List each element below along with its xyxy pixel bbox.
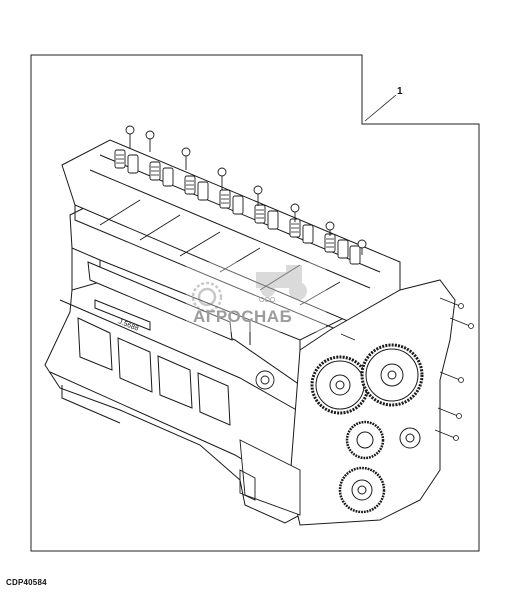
rear-housing (239, 370, 301, 516)
tractor-logo-icon (256, 265, 307, 300)
front-gear-train (289, 279, 474, 526)
callout-leader-line (364, 94, 397, 122)
callout-number: 1 (397, 86, 403, 97)
figure-code: CDP40584 (6, 578, 47, 587)
valve-spring-row (99, 125, 367, 306)
watermark-small-text: ООО (259, 297, 276, 304)
diagram-frame (30, 54, 480, 552)
watermark-logo (186, 262, 326, 332)
gear-logo-icon (191, 281, 223, 313)
watermark-brand-text: АГРОСНАБ (193, 307, 293, 326)
